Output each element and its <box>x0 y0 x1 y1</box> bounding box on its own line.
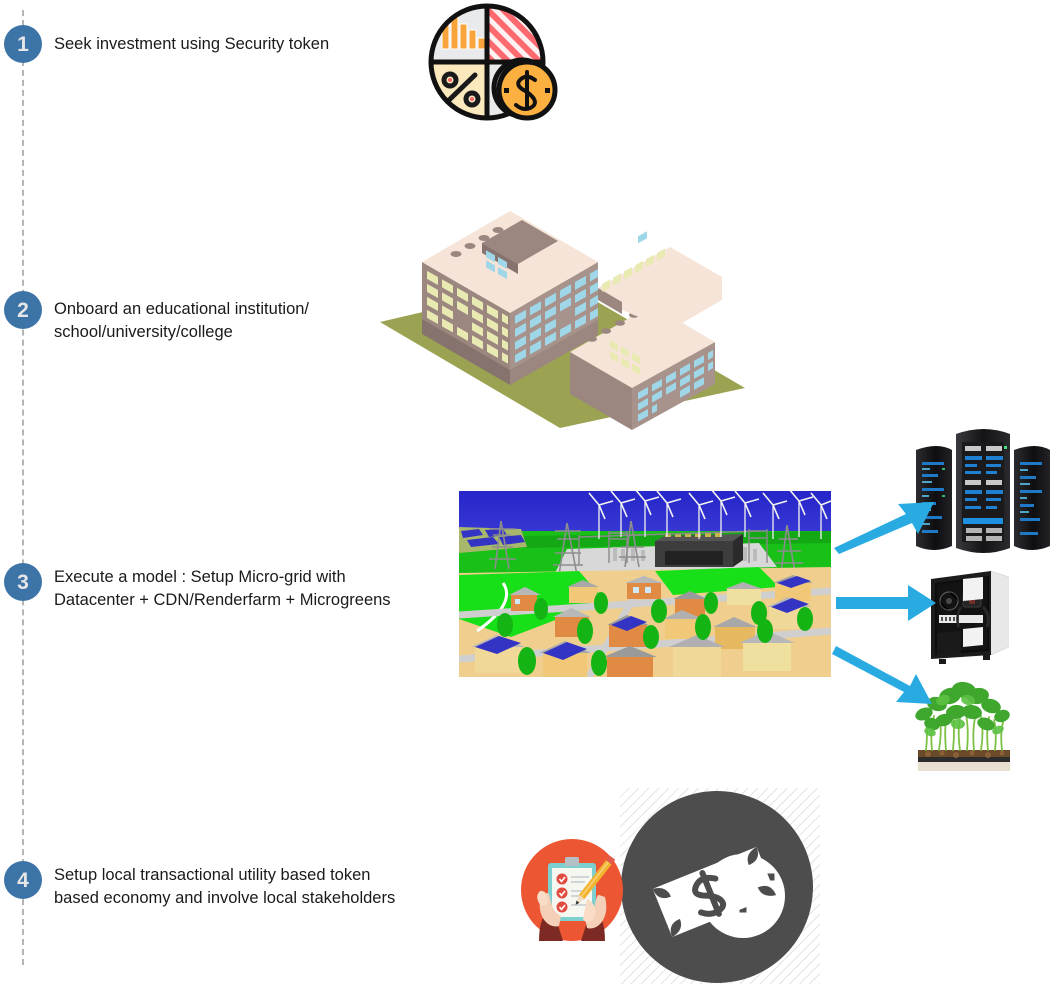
security-token-investment-icon <box>428 3 558 121</box>
micro-grid-scene <box>459 491 831 677</box>
arrow-to-microgreens <box>832 646 932 704</box>
arrow-to-renderfarm <box>836 585 936 621</box>
step-marker-2[interactable]: 2 <box>4 291 42 329</box>
step-marker-4[interactable]: 4 <box>4 861 42 899</box>
datacenter-servers-icon <box>916 429 1050 553</box>
step-marker-1[interactable]: 1 <box>4 25 42 63</box>
stakeholder-checklist-icon <box>521 839 623 941</box>
renderfarm-workstation-icon: ᴍ <box>931 571 1009 664</box>
step-label-4: Setup local transactional utility based … <box>54 866 396 908</box>
arrow-to-datacenter <box>834 502 934 554</box>
step-label-2: Onboard an educational institution/ scho… <box>54 300 310 342</box>
educational-institution-building <box>380 211 745 430</box>
step-label-3: Execute a model : Setup Micro-grid with … <box>54 568 391 610</box>
microgreens-icon <box>915 681 1010 771</box>
local-token-economy-icon <box>621 791 813 983</box>
step-marker-3[interactable]: 3 <box>4 563 42 601</box>
svg-text:ᴍ: ᴍ <box>969 596 975 606</box>
timeline-axis <box>22 10 24 965</box>
step-label-1: Seek investment using Security token <box>54 35 330 53</box>
